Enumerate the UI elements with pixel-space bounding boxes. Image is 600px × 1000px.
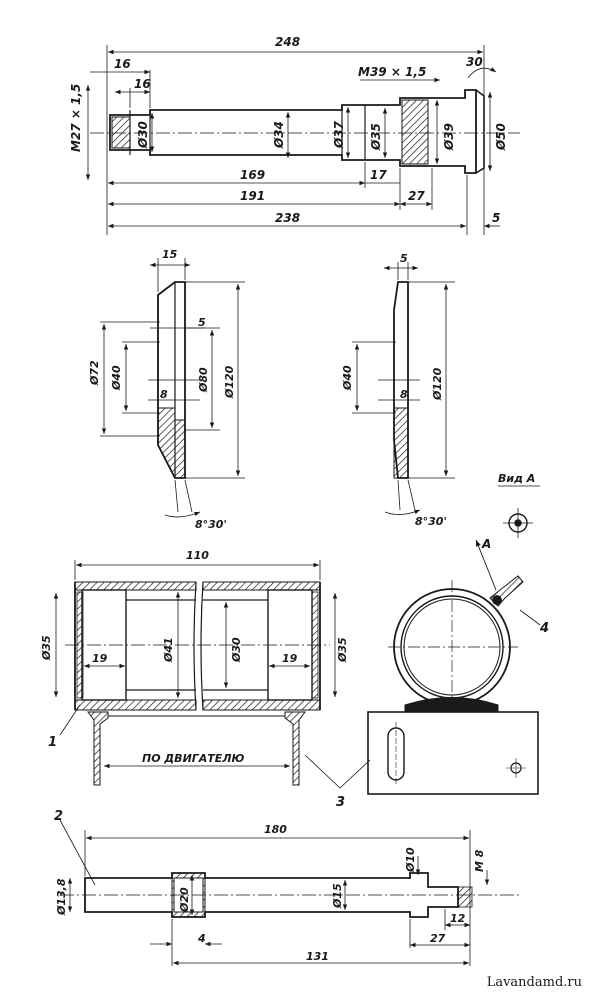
rod-dim-m8: M 8 [473, 849, 486, 872]
disc2-dim-8: 8 [400, 388, 408, 401]
rod-dim-27: 27 [430, 932, 446, 945]
dim-m27: M27 × 1,5 [69, 84, 83, 152]
dim-d37: Ø37 [332, 120, 346, 149]
dim-17: 17 [370, 168, 387, 182]
dim-m39: M39 × 1,5 [358, 65, 426, 79]
housing-dim-19-left: 19 [92, 652, 108, 665]
rod-dim-d15: Ø15 [331, 883, 344, 909]
disc1-dim-d40: Ø40 [110, 365, 123, 391]
housing-dim-19-right: 19 [282, 652, 298, 665]
disc2-dim-d120: Ø120 [431, 367, 444, 401]
disc2-dim-5: 5 [400, 252, 408, 265]
rod-dimension-labels: 2 180 Ø13,8 Ø20 Ø15 Ø10 M 8 4 12 27 131 [54, 809, 486, 963]
dim-d30: Ø30 [136, 121, 150, 149]
part-label-2: 2 [54, 809, 63, 824]
shaft-drawing [85, 45, 520, 235]
dim-16-a: 16 [114, 57, 131, 71]
rod-dim-12: 12 [450, 912, 466, 925]
dim-169: 169 [240, 168, 265, 182]
housing-note-po-dvigatelyu: ПО ДВИГАТЕЛЮ [142, 752, 244, 765]
dim-248: 248 [275, 35, 300, 49]
housing-dim-110: 110 [186, 549, 209, 562]
part-label-4: 4 [539, 621, 549, 636]
rod-dim-131: 131 [306, 950, 329, 963]
rod-dim-180: 180 [264, 823, 287, 836]
housing-dim-d41: Ø41 [162, 637, 175, 663]
disc2-dim-d40: Ø40 [341, 365, 354, 391]
dim-d34: Ø34 [272, 121, 286, 149]
disc1-drawing [100, 258, 245, 518]
dim-27: 27 [408, 189, 425, 203]
dim-191: 191 [240, 189, 265, 203]
dim-d35: Ø35 [369, 123, 383, 151]
housing-dimension-labels: 110 Ø35 19 Ø41 Ø30 19 Ø35 ПО ДВИГАТЕЛЮ 1… [40, 549, 349, 810]
rod-dim-4: 4 [197, 932, 206, 945]
housing-drawing [53, 560, 371, 789]
disc1-dim-15: 15 [162, 248, 178, 261]
rod-dim-d20: Ø20 [178, 887, 191, 913]
view-a [498, 485, 540, 538]
disc1-dim-d72: Ø72 [88, 360, 101, 386]
dim-5: 5 [492, 211, 500, 225]
disc1-dim-d120: Ø120 [223, 365, 236, 399]
rod-dim-d13-8: Ø13,8 [55, 878, 68, 916]
dim-16-b: 16 [134, 77, 151, 91]
dim-angle-30: 30 [466, 55, 483, 69]
disc2-dim-angle: 8°30' [415, 515, 447, 528]
dim-d39: Ø39 [442, 123, 456, 151]
motor-drawing [367, 539, 541, 795]
rod-drawing [59, 819, 520, 966]
shaft-dimension-labels: 248 16 16 M39 × 1,5 30 M27 × 1,5 Ø30 Ø34… [69, 35, 508, 225]
disc1-dim-5: 5 [198, 316, 206, 329]
view-a-label: Вид А [498, 472, 535, 485]
disc2-drawing [352, 262, 455, 515]
rod-dim-d10: Ø10 [404, 847, 417, 873]
dim-238: 238 [275, 211, 300, 225]
part-label-3: 3 [336, 795, 345, 810]
dim-d50: Ø50 [494, 123, 508, 151]
disc1-dimension-labels: 15 5 Ø72 Ø40 Ø80 Ø120 8 8°30' [88, 248, 236, 531]
housing-dim-d30: Ø30 [230, 637, 243, 663]
housing-dim-d35-left: Ø35 [40, 635, 53, 661]
disc1-dim-8: 8 [160, 388, 168, 401]
part-label-1: 1 [48, 735, 57, 750]
disc2-dimension-labels: 5 Ø40 Ø120 8 8°30' [341, 252, 447, 528]
housing-dim-d35-right: Ø35 [336, 637, 349, 663]
disc1-dim-d80: Ø80 [197, 367, 210, 393]
motor-arrow-a-label: А [481, 537, 491, 551]
watermark: Lavandamd.ru [486, 975, 582, 990]
disc1-dim-angle: 8°30' [195, 518, 227, 531]
